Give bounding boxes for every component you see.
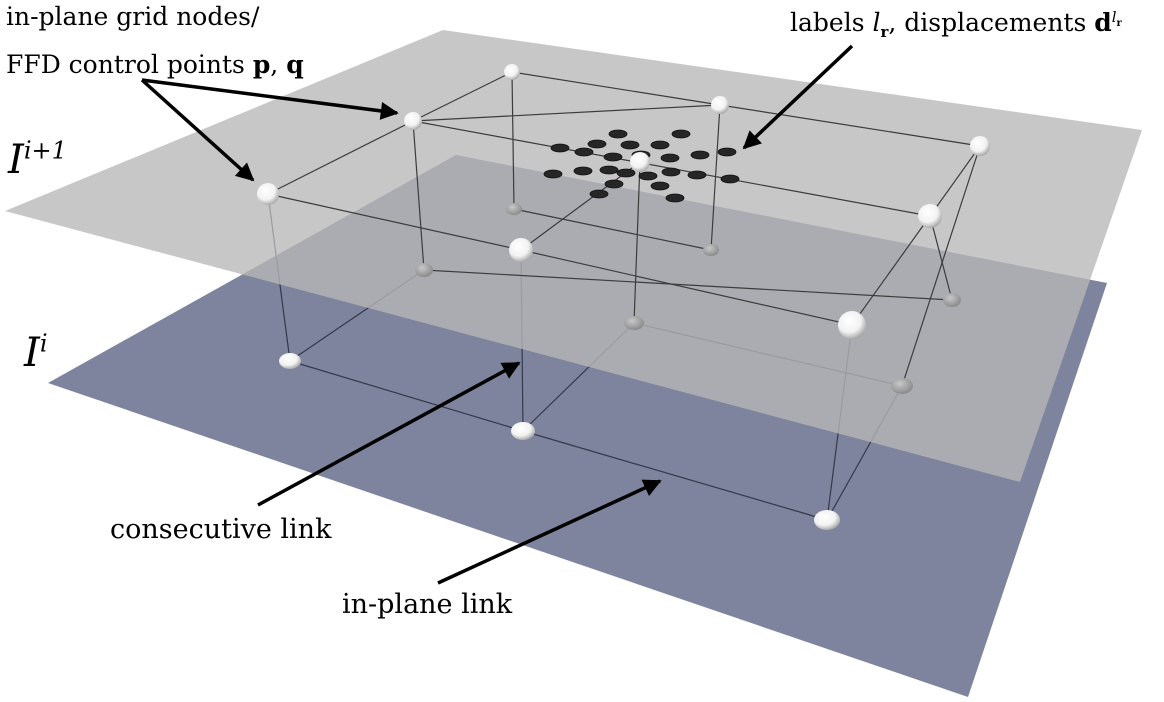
label-disc: [661, 167, 681, 177]
label-disc: [690, 150, 710, 160]
label-disc: [660, 153, 680, 163]
grid-node: [504, 64, 520, 80]
grid-node: [511, 422, 535, 440]
label-disc: [574, 147, 594, 157]
label-disc: [687, 170, 707, 180]
grid-node: [814, 510, 840, 530]
grid-node: [257, 183, 279, 205]
arrow-to-labels: [742, 44, 854, 150]
labels-displacements-label: labels lr, displacements dlr: [790, 7, 1122, 39]
symbol-d-sup: l: [1111, 7, 1117, 26]
grid-node-dim: [703, 244, 719, 256]
consecutive-link: [412, 120, 425, 271]
label-disc: [604, 179, 624, 189]
symbol-q: q: [286, 50, 304, 79]
symbol-p: p: [252, 50, 271, 79]
lower-plane-nodes: [279, 203, 961, 530]
in-plane-link-upper: [520, 161, 641, 251]
upper-plane: [5, 30, 1142, 482]
plane-label-upper: Ii+1: [8, 136, 67, 183]
label-disc: [671, 129, 691, 139]
in-plane-link-lower: [513, 208, 712, 251]
label-disc: [720, 174, 740, 184]
consecutive-link: [511, 71, 515, 210]
arrow-to-node-1: [141, 78, 399, 120]
arrow-to-consecutive-link: [257, 361, 521, 507]
plane-label-lower: Ii: [24, 329, 48, 376]
plane-lower-superscript: i: [39, 329, 48, 358]
labels-prefix: labels: [790, 8, 873, 37]
nodes-label-line2: FFD control points p, q: [6, 52, 304, 77]
consecutive-link: [901, 145, 981, 387]
grid-node: [404, 112, 422, 130]
label-disc: [550, 143, 570, 153]
grid-node: [918, 204, 942, 228]
label-disc: [599, 165, 619, 175]
grid-node-dim: [624, 316, 644, 330]
label-discs: [543, 129, 740, 203]
label-disc: [589, 189, 609, 199]
nodes-label-text: FFD control points: [6, 50, 253, 79]
label-disc: [650, 181, 670, 191]
arrow-to-node-2: [140, 78, 255, 182]
grid-node-dim: [943, 293, 961, 307]
plane-upper-symbol: I: [8, 137, 24, 183]
annotation-arrows: [140, 44, 854, 585]
labels-middle: , displacements: [888, 8, 1095, 37]
label-disc: [608, 129, 628, 139]
label-disc: [665, 193, 685, 203]
label-disc: [717, 147, 737, 157]
grid-node: [711, 96, 729, 114]
label-disc: [603, 152, 623, 162]
grid-node-dim: [415, 263, 433, 277]
grid-node: [509, 238, 533, 262]
upper-plane-nodes: [257, 64, 990, 339]
in-plane-link-upper: [412, 104, 721, 122]
consecutive-link: [929, 215, 953, 301]
nodes-label-sep: ,: [270, 50, 287, 79]
grid-node-dim: [891, 378, 913, 394]
symbol-d: d: [1094, 8, 1112, 37]
consecutive-link: [633, 161, 641, 324]
plane-upper-superscript: i+1: [23, 136, 67, 165]
label-disc: [620, 140, 640, 150]
label-disc: [638, 171, 658, 181]
grid-node-dim: [506, 203, 522, 215]
consecutive-link: [710, 104, 721, 251]
symbol-d-sup-sub: r: [1116, 17, 1122, 29]
grid-node: [630, 152, 650, 172]
label-disc: [650, 140, 670, 150]
label-disc: [573, 166, 593, 176]
symbol-l-sub: r: [880, 23, 889, 41]
label-disc: [543, 169, 563, 179]
label-disc: [616, 168, 636, 178]
grid-node: [279, 353, 301, 369]
grid-node: [838, 311, 866, 339]
grid-node: [970, 136, 990, 156]
nodes-label-line1: in-plane grid nodes/: [6, 2, 260, 31]
plane-lower-symbol: I: [24, 330, 40, 376]
symbol-l: l: [872, 8, 881, 37]
inplane-link-label: in-plane link: [342, 589, 513, 620]
consecutive-link-label: consecutive link: [110, 514, 332, 545]
in-plane-link-lower: [423, 269, 953, 301]
arrow-to-inplane-link: [437, 479, 662, 585]
label-disc: [587, 139, 607, 149]
